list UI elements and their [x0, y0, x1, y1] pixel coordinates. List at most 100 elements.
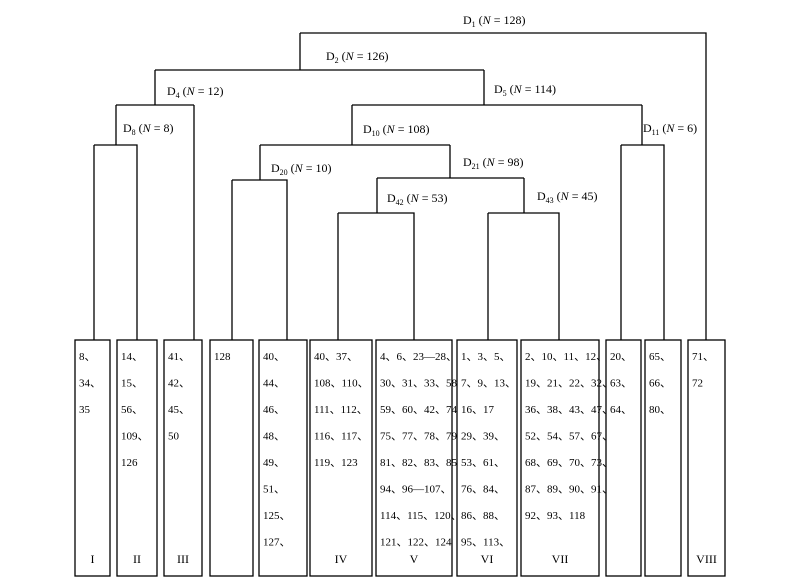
- cluster-box-10: 20、63、64、: [605, 339, 642, 577]
- cluster-member-line: 7、9、13、: [461, 378, 516, 390]
- cluster-box-frame: [687, 339, 726, 577]
- node-label-subscript: 5: [503, 89, 507, 98]
- node-label-open: (: [339, 49, 346, 63]
- cluster-member-line: 108、110、: [314, 378, 369, 390]
- node-labels: D1 (N = 128)D2 (N = 126)D4 (N = 12)D5 (N…: [123, 13, 697, 207]
- node-label-subscript: 2: [335, 56, 339, 65]
- cluster-box-frame: [116, 339, 158, 577]
- cluster-member-line: 4、6、23—28、: [380, 351, 457, 363]
- cluster-box-frame: [209, 339, 254, 577]
- cluster-roman-label: I: [91, 552, 95, 566]
- cluster-member-line: 8、: [79, 351, 96, 363]
- node-label-open: (: [480, 155, 487, 169]
- branch-d42: [337, 212, 415, 340]
- cluster-member-line: 15、: [121, 378, 143, 390]
- node-label-count: = 53): [419, 191, 448, 205]
- cluster-member-line: 95、113、: [461, 537, 510, 549]
- cluster-member-line: 114、115、120、: [380, 510, 462, 522]
- node-label-letter: D: [123, 121, 132, 135]
- cluster-member-line: 94、96—107、: [380, 484, 452, 496]
- node-label-open: (: [476, 13, 483, 27]
- node-label-letter: D: [271, 161, 280, 175]
- cluster-member-line: 121、122、124: [380, 537, 452, 549]
- cluster-member-line: 63、: [610, 378, 632, 390]
- cluster-member-line: 71、: [692, 351, 714, 363]
- cluster-member-line: 111、112、: [314, 404, 368, 416]
- cluster-member-line: 126: [121, 457, 138, 469]
- node-label-count: = 126): [354, 49, 389, 63]
- cluster-member-line: 66、: [649, 378, 671, 390]
- cluster-box-9: 2、10、11、12、19、21、22、32、36、38、43、47、52、54…: [520, 339, 613, 577]
- node-label-d4: D4 (N = 12): [167, 84, 223, 100]
- cluster-member-line: 20、: [610, 351, 632, 363]
- node-label-letter: D: [167, 84, 176, 98]
- cluster-roman-label: VI: [481, 552, 494, 566]
- node-label-subscript: 43: [546, 196, 554, 205]
- cluster-roman-label: V: [410, 552, 419, 566]
- cluster-member-line: 1、3、5、: [461, 351, 511, 363]
- cluster-member-line: 125、: [263, 510, 291, 522]
- cluster-member-line: 76、84、: [461, 484, 505, 496]
- branch-d2: [154, 69, 485, 105]
- cluster-roman-label: VII: [552, 552, 569, 566]
- cluster-member-line: 116、117、: [314, 431, 368, 443]
- cluster-member-line: 92、93、118: [525, 510, 586, 522]
- node-label-d2: D2 (N = 126): [326, 49, 388, 65]
- node-label-subscript: 4: [176, 91, 180, 100]
- cluster-box-frame: [520, 339, 600, 577]
- cluster-member-line: 87、89、90、91、: [525, 484, 613, 496]
- cluster-member-line: 56、: [121, 404, 143, 416]
- node-label-count: = 10): [303, 161, 332, 175]
- cluster-member-line: 59、60、42、74、: [380, 404, 468, 416]
- cluster-member-line: 45、: [168, 404, 190, 416]
- node-label-open: (: [136, 121, 143, 135]
- node-label-subscript: 21: [472, 162, 480, 171]
- node-label-letter: D: [363, 122, 372, 136]
- node-label-d42: D42 (N = 53): [387, 191, 447, 207]
- node-label-count: = 128): [491, 13, 526, 27]
- cluster-box-frame: [163, 339, 203, 577]
- cluster-member-line: 40、: [263, 351, 285, 363]
- node-label-count: = 114): [522, 82, 556, 96]
- node-label-open: (: [507, 82, 514, 96]
- cluster-member-line: 49、: [263, 457, 285, 469]
- node-label-open: (: [659, 121, 666, 135]
- cluster-member-line: 109、: [121, 431, 149, 443]
- node-label-open: (: [554, 189, 561, 203]
- branch-d1: [299, 32, 707, 340]
- node-label-variable: N: [142, 121, 152, 135]
- group-boxes: 8、34、35I14、15、56、109、126II41、42、45、50III…: [74, 339, 726, 577]
- node-label-count: = 45): [569, 189, 598, 203]
- node-label-variable: N: [410, 191, 420, 205]
- node-label-d5: D5 (N = 114): [494, 82, 556, 98]
- node-label-open: (: [288, 161, 295, 175]
- node-label-subscript: 10: [372, 129, 380, 138]
- node-label-d10: D10 (N = 108): [363, 122, 429, 138]
- node-label-d43: D43 (N = 45): [537, 189, 597, 205]
- node-label-variable: N: [294, 161, 304, 175]
- node-label-variable: N: [186, 84, 196, 98]
- cluster-member-line: 40、37、: [314, 351, 358, 363]
- node-label-letter: D: [643, 121, 652, 135]
- node-label-letter: D: [494, 82, 503, 96]
- node-label-count: = 12): [195, 84, 224, 98]
- cluster-box-frame: [375, 339, 453, 577]
- cluster-member-line: 42、: [168, 378, 190, 390]
- node-label-variable: N: [386, 122, 396, 136]
- cluster-member-line: 29、39、: [461, 431, 505, 443]
- node-label-letter: D: [463, 13, 472, 27]
- cluster-box-5: 40、44、46、48、49、51、125、127、: [258, 339, 308, 577]
- node-label-count: = 8): [151, 121, 174, 135]
- node-label-d20: D20 (N = 10): [271, 161, 331, 177]
- node-label-variable: N: [486, 155, 496, 169]
- node-label-variable: N: [513, 82, 523, 96]
- node-label-variable: N: [345, 49, 355, 63]
- branch-d21: [376, 177, 525, 213]
- cluster-box-8: 1、3、5、7、9、13、16、1729、39、53、61、76、84、86、8…: [456, 339, 518, 577]
- node-label-letter: D: [537, 189, 546, 203]
- branch-d10: [259, 144, 451, 180]
- cluster-member-line: 34、: [79, 378, 101, 390]
- branch-d20: [231, 179, 288, 340]
